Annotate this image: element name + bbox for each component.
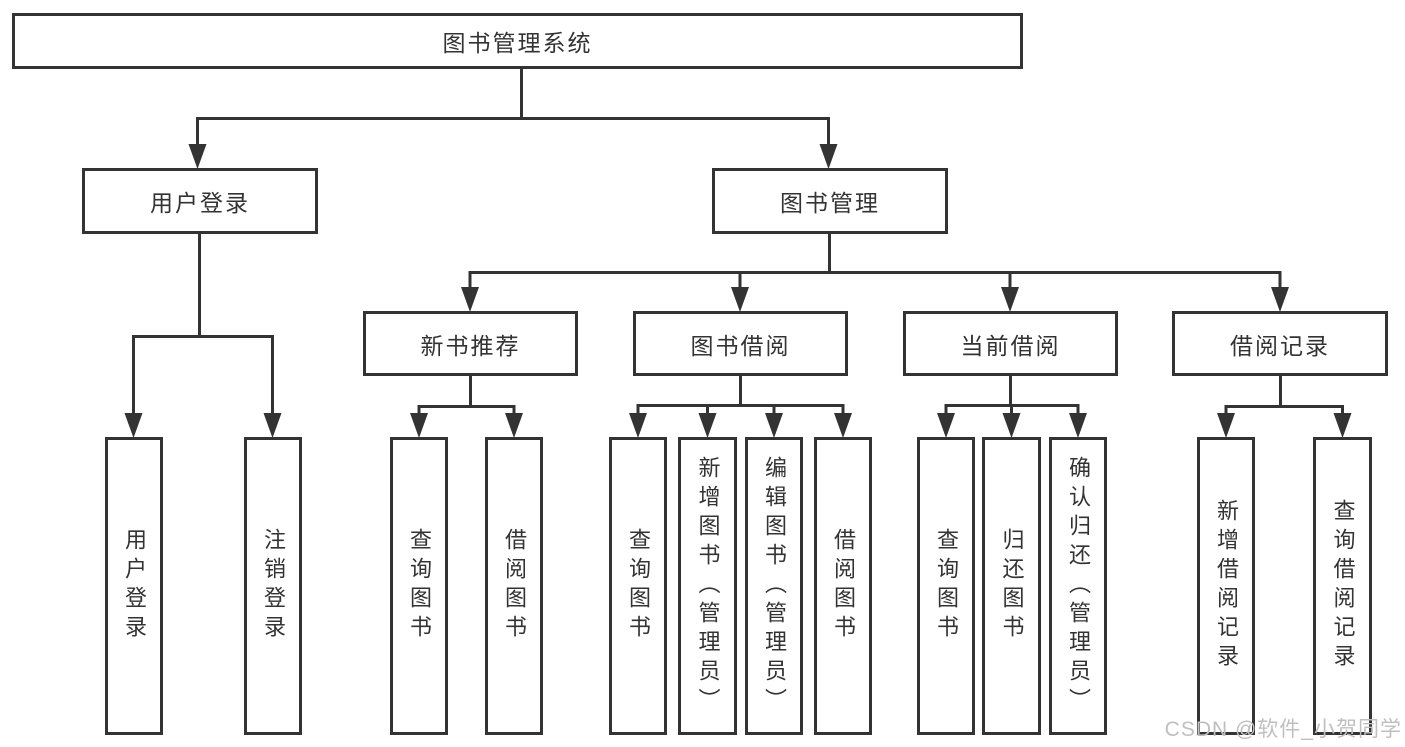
node-leaf-query-borrow-record: 查询借阅记录 <box>1313 437 1372 735</box>
node-leaf-return-books: 归还图书 <box>982 437 1041 735</box>
node-label: 借阅图书 <box>502 528 527 644</box>
node-label: 图书借阅 <box>690 332 791 359</box>
node-label: 编辑图书（管理员） <box>762 455 787 717</box>
node-label: 新增借阅记录 <box>1214 499 1239 673</box>
node-borrow-records: 借阅记录 <box>1172 311 1388 376</box>
node-leaf-query-books-3: 查询图书 <box>917 437 975 735</box>
node-book-borrow: 图书借阅 <box>633 311 848 376</box>
node-leaf-user-login: 用户登录 <box>105 437 163 735</box>
node-label: 查询图书 <box>407 528 432 644</box>
node-current-borrow: 当前借阅 <box>903 311 1118 376</box>
node-label: 确认归还（管理员） <box>1066 455 1091 717</box>
node-book-management: 图书管理 <box>712 168 948 234</box>
node-new-book-recommend: 新书推荐 <box>363 311 578 376</box>
node-label: 用户登录 <box>122 528 147 644</box>
node-leaf-edit-books-admin: 编辑图书（管理员） <box>745 437 803 735</box>
node-label: 查询图书 <box>626 528 651 644</box>
node-label: 借阅图书 <box>831 528 856 644</box>
node-label: 用户登录 <box>150 190 250 216</box>
node-leaf-query-books-1: 查询图书 <box>390 437 448 735</box>
node-leaf-logout: 注销登录 <box>244 437 302 735</box>
csdn-watermark: CSDN @软件_小贺同学 <box>1164 718 1402 741</box>
node-label: 当前借阅 <box>960 332 1061 359</box>
node-label: 查询图书 <box>934 528 959 644</box>
node-leaf-add-borrow-record: 新增借阅记录 <box>1197 437 1255 735</box>
node-label: 查询借阅记录 <box>1330 499 1356 673</box>
node-leaf-confirm-return-admin: 确认归还（管理员） <box>1049 437 1107 735</box>
node-leaf-add-books-admin: 新增图书（管理员） <box>678 437 737 735</box>
node-label: 图书管理系统 <box>442 30 593 56</box>
node-leaf-query-books-2: 查询图书 <box>609 437 667 735</box>
node-label: 新书推荐 <box>420 332 521 359</box>
node-user-login: 用户登录 <box>82 168 318 234</box>
node-label: 归还图书 <box>999 528 1025 644</box>
node-label: 图书管理 <box>780 190 880 216</box>
node-book-management-system: 图书管理系统 <box>12 13 1023 69</box>
node-label: 新增图书（管理员） <box>695 455 721 717</box>
node-leaf-borrow-books-2: 借阅图书 <box>814 437 872 735</box>
node-label: 借阅记录 <box>1230 332 1330 359</box>
node-label: 注销登录 <box>261 528 286 644</box>
node-leaf-borrow-books-1: 借阅图书 <box>485 437 543 735</box>
